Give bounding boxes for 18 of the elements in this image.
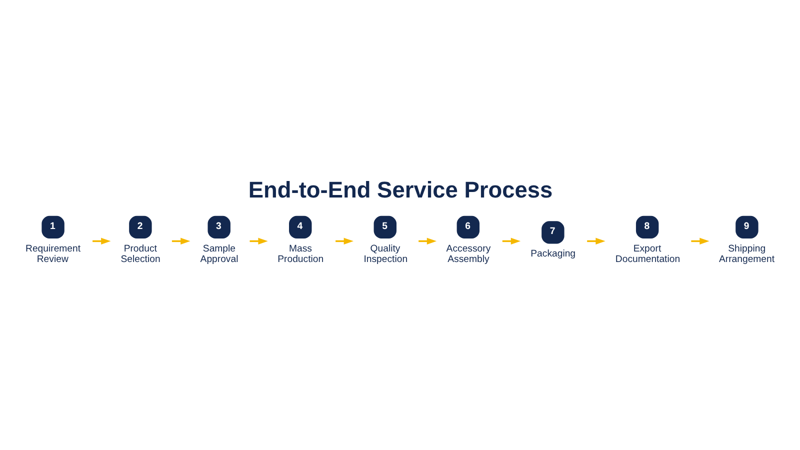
arrow	[250, 238, 268, 245]
node-label: Packaging	[530, 248, 576, 260]
arrow	[587, 238, 606, 245]
arrow	[92, 238, 111, 245]
node-label: Product Selection	[120, 243, 160, 265]
node-label: Export Documentation	[615, 243, 680, 265]
node-label: Sample Approval	[200, 243, 238, 265]
arrow	[172, 238, 190, 245]
node-label: Accessory Assembly	[446, 243, 491, 265]
diagram-title: End-to-End Service Process	[248, 176, 553, 202]
node-label: Shipping Arrangement	[718, 243, 775, 265]
node-label: Requirement Review	[26, 243, 81, 265]
node-label: Quality Inspection	[364, 243, 408, 265]
arrow	[336, 238, 354, 245]
arrow	[691, 238, 710, 245]
arrow	[418, 238, 437, 245]
node-label: Mass Production	[278, 243, 324, 265]
arrow	[502, 238, 521, 245]
